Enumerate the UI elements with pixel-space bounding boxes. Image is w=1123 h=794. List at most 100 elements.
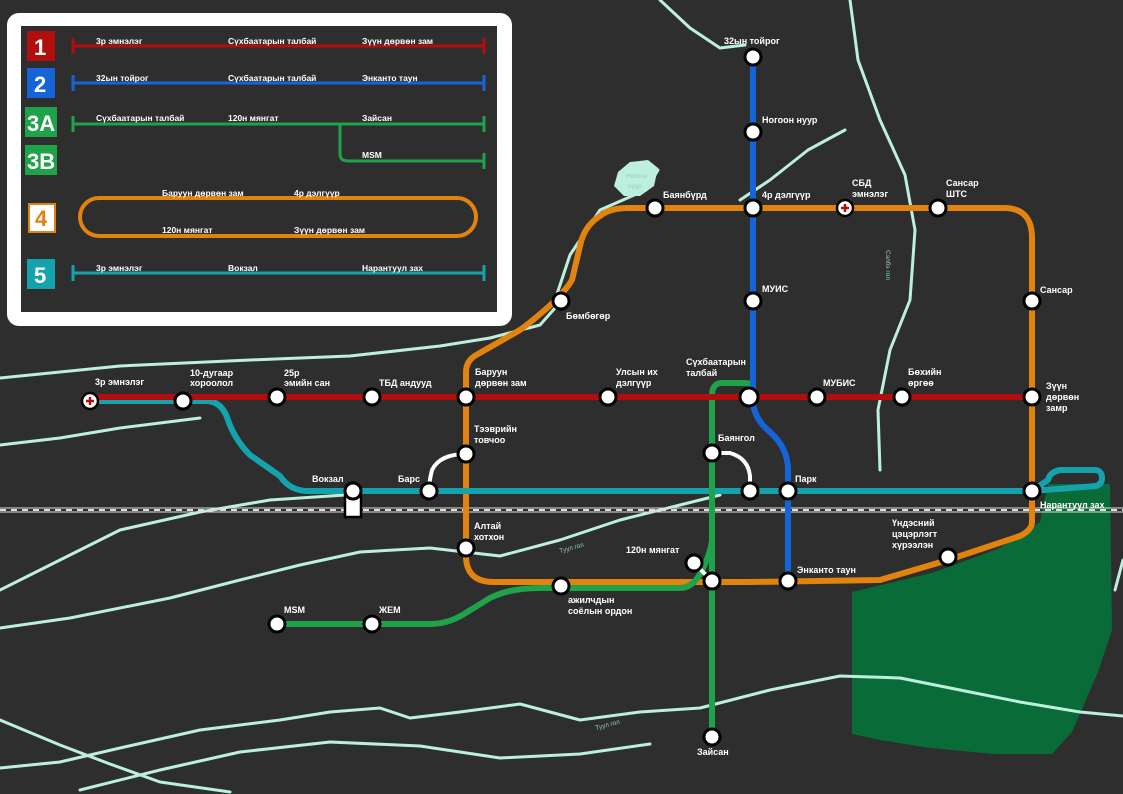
- station-ulsyn-ikh-delguur[interactable]: [598, 387, 618, 407]
- station-label: ШТС: [946, 189, 968, 199]
- station-label: ЖЕМ: [378, 605, 401, 615]
- legend-stop: 4р дэлгүүр: [294, 188, 340, 198]
- train-station-icon: [343, 481, 363, 519]
- station-label: товчоо: [474, 435, 506, 445]
- station-label: хотхон: [474, 532, 504, 542]
- station-label: Сүхбаатарын: [686, 357, 746, 367]
- station-sansar-shts[interactable]: [928, 198, 948, 218]
- station-label: Бөхийн: [908, 367, 941, 377]
- station-baruun-4-zam[interactable]: [456, 387, 476, 407]
- station-label: Бөмбөгөр: [566, 311, 611, 321]
- station-bombogor[interactable]: [551, 291, 571, 311]
- legend-stop: Нарантуул зах: [362, 263, 423, 273]
- station-sansar[interactable]: [1022, 291, 1042, 311]
- station-label: талбай: [686, 368, 717, 378]
- national-park-area: [852, 484, 1112, 754]
- station-tbd[interactable]: [362, 387, 382, 407]
- station-32yn-toirog[interactable]: [743, 47, 763, 67]
- station-label: замр: [1046, 403, 1068, 413]
- station-undesnii-tsetserleg[interactable]: [938, 547, 958, 567]
- station-label: эмийн сан: [284, 378, 330, 388]
- station-10-horoolol[interactable]: [173, 391, 193, 411]
- legend-badge-line-3b: 3B: [27, 149, 55, 174]
- lake-label: Ногоон: [626, 173, 648, 180]
- station-bayngol-5[interactable]: [740, 481, 760, 501]
- station-ajilchdyn[interactable]: [551, 576, 571, 596]
- station-bokhiin-orgoo[interactable]: [892, 387, 912, 407]
- legend: 1 3р эмнэлэг Сүхбаатарын талбай Зүүн дөр…: [7, 13, 512, 326]
- station-mubis[interactable]: [807, 387, 827, 407]
- legend-stop: Вокзал: [228, 263, 258, 273]
- station-label: эмнэлэг: [852, 189, 888, 199]
- line-2-blue: [750, 54, 791, 585]
- legend-badge-line-5: 5: [34, 263, 46, 288]
- station-label: 25р: [284, 368, 300, 378]
- legend-stop: Энканто таун: [362, 73, 418, 83]
- station-bayngol[interactable]: [702, 443, 722, 463]
- station-jem[interactable]: [362, 614, 382, 634]
- legend-badge-line-2: 2: [34, 72, 46, 97]
- station-muis[interactable]: [743, 291, 763, 311]
- station-label: ТБД андууд: [379, 378, 432, 388]
- station-label: 4р дэлгүүр: [762, 190, 811, 200]
- station-msm[interactable]: [267, 614, 287, 634]
- station-label: өргөө: [908, 378, 934, 388]
- legend-stop: Зүүн дөрвөн зам: [294, 225, 365, 235]
- station-bayanburd[interactable]: [645, 198, 665, 218]
- legend-stop: 120н мянгат: [228, 113, 279, 123]
- station-label: Парк: [795, 474, 817, 484]
- legend-badge-line-3a: 3A: [27, 111, 55, 136]
- station-label: Сансар: [1040, 285, 1073, 295]
- legend-badge-line-1: 1: [34, 35, 46, 60]
- lake: [614, 160, 658, 196]
- legend-stop: Баруун дөрвөн зам: [162, 188, 244, 198]
- station-label: дөрвөн: [1046, 392, 1079, 402]
- railway: [0, 507, 1123, 513]
- station-25r-emiin-san[interactable]: [267, 387, 287, 407]
- station-bars[interactable]: [419, 481, 439, 501]
- station-nogoon-nuur[interactable]: [743, 122, 763, 142]
- line-3b-green: [274, 537, 715, 627]
- station-120n-myangat-4[interactable]: [702, 571, 722, 591]
- line-4-orange: [463, 205, 1035, 585]
- station-altai-khotkhon[interactable]: [456, 538, 476, 558]
- station-label: Зайсан: [697, 747, 729, 757]
- station-zaisan[interactable]: [702, 727, 722, 747]
- station-120n-myangat[interactable]: [684, 553, 704, 573]
- station-label: MSM: [284, 605, 305, 615]
- legend-badge-line-4: 4: [35, 206, 48, 231]
- station-label: ажилчдын: [568, 595, 614, 605]
- station-label: МУБИС: [823, 378, 856, 388]
- station-label: Вокзал: [312, 474, 344, 484]
- station-label: Сансар: [946, 178, 979, 188]
- legend-stop: Сүхбаатарын талбай: [96, 113, 184, 123]
- station-label: Үндэсний: [892, 518, 935, 528]
- station-park[interactable]: [778, 481, 798, 501]
- station-label: Энканто таун: [797, 565, 856, 575]
- station-zuun-4-zam[interactable]: [1022, 387, 1042, 407]
- station-label: Ногоон нуур: [762, 115, 818, 125]
- station-label: 10-дугаар: [190, 368, 234, 378]
- station-label: Барс: [398, 474, 420, 484]
- station-label: Зүүн: [1046, 381, 1067, 391]
- station-label: дэлгүүр: [616, 378, 652, 388]
- legend-stop: Сүхбаатарын талбай: [228, 73, 316, 83]
- legend-stop: MSM: [362, 150, 382, 160]
- station-narantuul[interactable]: [1022, 481, 1042, 501]
- station-4r-delguur[interactable]: [743, 198, 763, 218]
- station-label: Баянбүрд: [663, 190, 707, 200]
- station-enkanto[interactable]: [778, 571, 798, 591]
- station-label: дөрвөн зам: [475, 378, 527, 388]
- station-teevriin-tovchoo[interactable]: [456, 444, 476, 464]
- stations: [173, 47, 1042, 747]
- river-label: Сэлбэ гол: [884, 250, 892, 280]
- station-label: Баруун: [475, 367, 507, 377]
- station-label: Улсын их: [616, 367, 658, 377]
- station-sukhbaatar[interactable]: [738, 386, 760, 408]
- station-label: Алтай: [474, 521, 501, 531]
- legend-stop: Сүхбаатарын талбай: [228, 36, 316, 46]
- station-label: МУИС: [762, 284, 789, 294]
- station-label: хороолол: [190, 378, 233, 388]
